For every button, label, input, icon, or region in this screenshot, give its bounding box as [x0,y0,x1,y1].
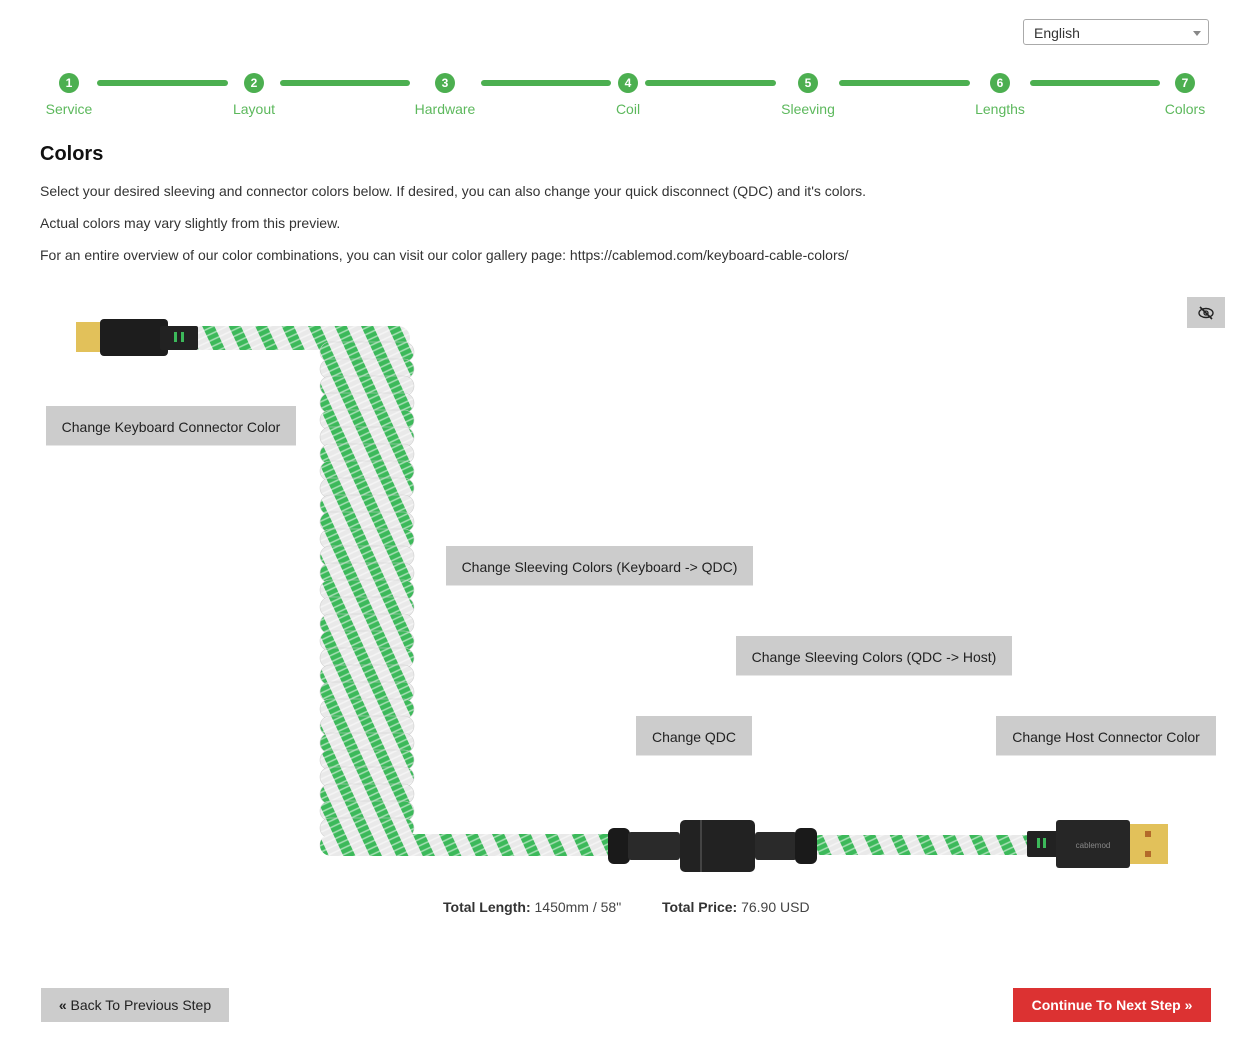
step-2-dot[interactable]: 2 [244,73,264,93]
intro-text: Select your desired sleeving and connect… [40,183,866,199]
page-title: Colors [40,143,104,165]
step-3-dot[interactable]: 3 [435,73,455,93]
step-1-dot[interactable]: 1 [59,73,79,93]
step-7-label[interactable]: Colors [1164,101,1206,117]
sleeve-bottom-run [320,834,620,856]
change-sleeving-keyboard-qdc-button[interactable]: Change Sleeving Colors (Keyboard -> QDC) [446,546,753,586]
step-connector [481,80,611,86]
step-5-label[interactable]: Sleeving [781,101,835,117]
total-price-value: 76.90 USD [741,899,810,915]
total-price-label: Total Price: [662,899,738,915]
back-button[interactable]: « Back To Previous Step [41,988,229,1022]
change-host-connector-button[interactable]: Change Host Connector Color [996,716,1216,756]
total-length-value: 1450mm / 58" [534,899,622,915]
step-progress: 1 2 3 4 5 6 7 Service Layout Hardware Co… [0,0,1253,130]
cable-preview: cablemod [76,319,1168,872]
keyboard-connector [76,319,198,356]
step-5-dot[interactable]: 5 [798,73,818,93]
step-4-label[interactable]: Coil [615,101,641,117]
step-4-dot[interactable]: 4 [618,73,638,93]
language-selected: English [1034,25,1080,41]
step-7-dot[interactable]: 7 [1175,73,1195,93]
back-label: Back To Previous Step [70,997,212,1013]
total-length-label: Total Length: [443,899,531,915]
gallery-text: For an entire overview of our color comb… [40,247,849,263]
double-chevron-left-icon: « [58,997,67,1013]
chevron-down-icon [1193,31,1201,36]
host-connector: cablemod [1027,820,1168,868]
step-connector [839,80,970,86]
step-1-label[interactable]: Service [45,101,93,117]
coil [319,341,415,856]
double-chevron-right-icon: » [1184,997,1193,1013]
step-6-label[interactable]: Lengths [975,101,1025,117]
change-qdc-button[interactable]: Change QDC [636,716,752,756]
continue-button[interactable]: Continue To Next Step » [1013,988,1211,1022]
brand-label: cablemod [1076,841,1111,850]
language-select[interactable]: English [1023,19,1209,45]
change-keyboard-connector-button[interactable]: Change Keyboard Connector Color [46,406,296,446]
toggle-preview-button[interactable] [1187,297,1225,328]
sleeve-host-run [810,835,1035,855]
eye-slash-icon [1198,305,1214,320]
step-2-label[interactable]: Layout [232,101,276,117]
step-connector [1030,80,1160,86]
qdc-connector [608,820,817,872]
step-connector [645,80,776,86]
total-length: Total Length: 1450mm / 58" [443,899,621,915]
step-3-label[interactable]: Hardware [414,101,476,117]
total-price: Total Price: 76.90 USD [662,899,810,915]
step-6-dot[interactable]: 6 [990,73,1010,93]
step-connector [97,80,228,86]
step-connector [280,80,410,86]
change-sleeving-qdc-host-button[interactable]: Change Sleeving Colors (QDC -> Host) [736,636,1012,676]
color-note: Actual colors may vary slightly from thi… [40,215,341,231]
continue-label: Continue To Next Step [1031,997,1181,1013]
